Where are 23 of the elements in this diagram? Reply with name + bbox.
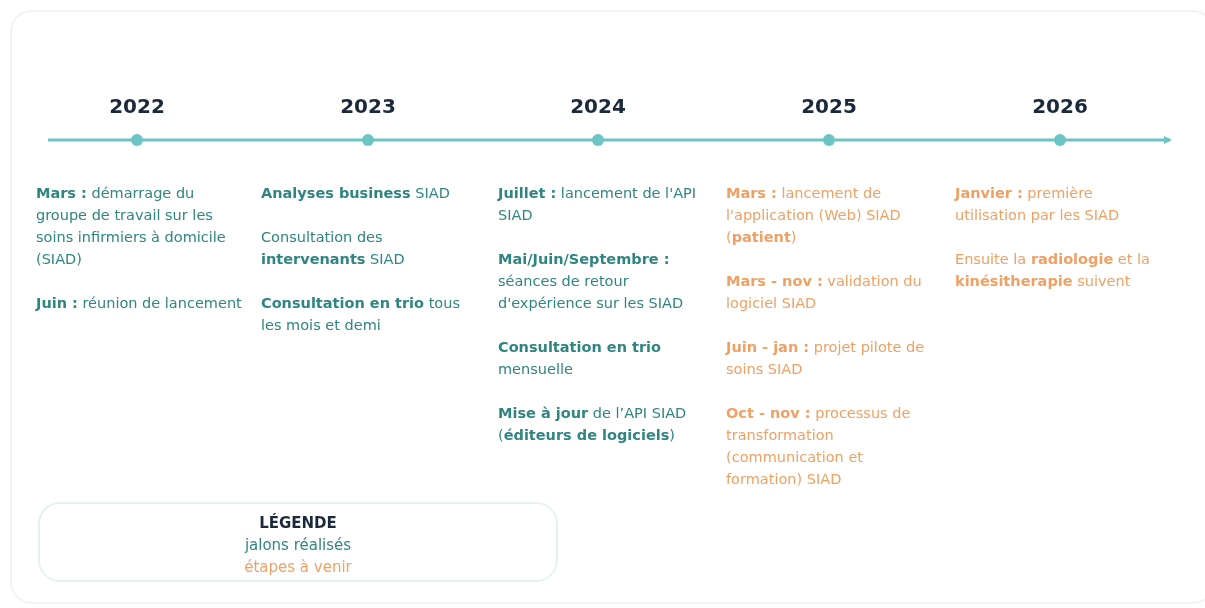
year-label: 2026 — [1031, 94, 1089, 118]
year-label: 2025 — [800, 94, 858, 118]
milestone-text: Juin : réunion de lancement — [36, 294, 243, 313]
milestone-text: Consultation en trio tous les mois et demi — [261, 294, 461, 335]
year-label: 2022 — [108, 94, 166, 118]
legend-entry: jalons réalisés — [243, 535, 353, 556]
milestone-text: Juin - jan : projet pilote de soins SIAD — [726, 338, 926, 379]
milestone-text: Janvier : première utilisation par les SIAD — [955, 184, 1121, 225]
milestone-text: Mars - nov : validation du logiciel SIAD — [726, 272, 923, 313]
year-label: 2023 — [339, 94, 397, 118]
milestone-text: Juillet : lancement de l'API SIAD — [498, 184, 698, 225]
milestone-text: Consultation des intervenants SIAD — [261, 228, 406, 269]
milestone-text: Oct - nov : processus de transformation (communication et formation) SIAD — [726, 404, 912, 489]
legend-heading: LÉGENDE — [258, 512, 338, 534]
milestone-text: Mise à jour de l’API SIAD (éditeurs de logiciels) — [498, 404, 688, 445]
milestone-text: Mars : lancement de l'application (Web) SIAD (patient) — [726, 184, 902, 247]
milestone-text: Analyses business SIAD — [261, 184, 451, 203]
year-label: 2024 — [569, 94, 627, 118]
legend-entry: étapes à venir — [243, 557, 353, 578]
milestone-text: Ensuite la radiologie et la kinésitherapie suivent — [955, 250, 1151, 291]
milestone-text: Mars : démarrage du groupe de travail sur les soins infirmiers à domicile (SIAD) — [36, 184, 227, 269]
milestone-text: Mai/Juin/Septembre : séances de retour d'expérience sur les SIAD — [498, 250, 685, 313]
milestone-text: Consultation en trio mensuelle — [498, 338, 663, 379]
